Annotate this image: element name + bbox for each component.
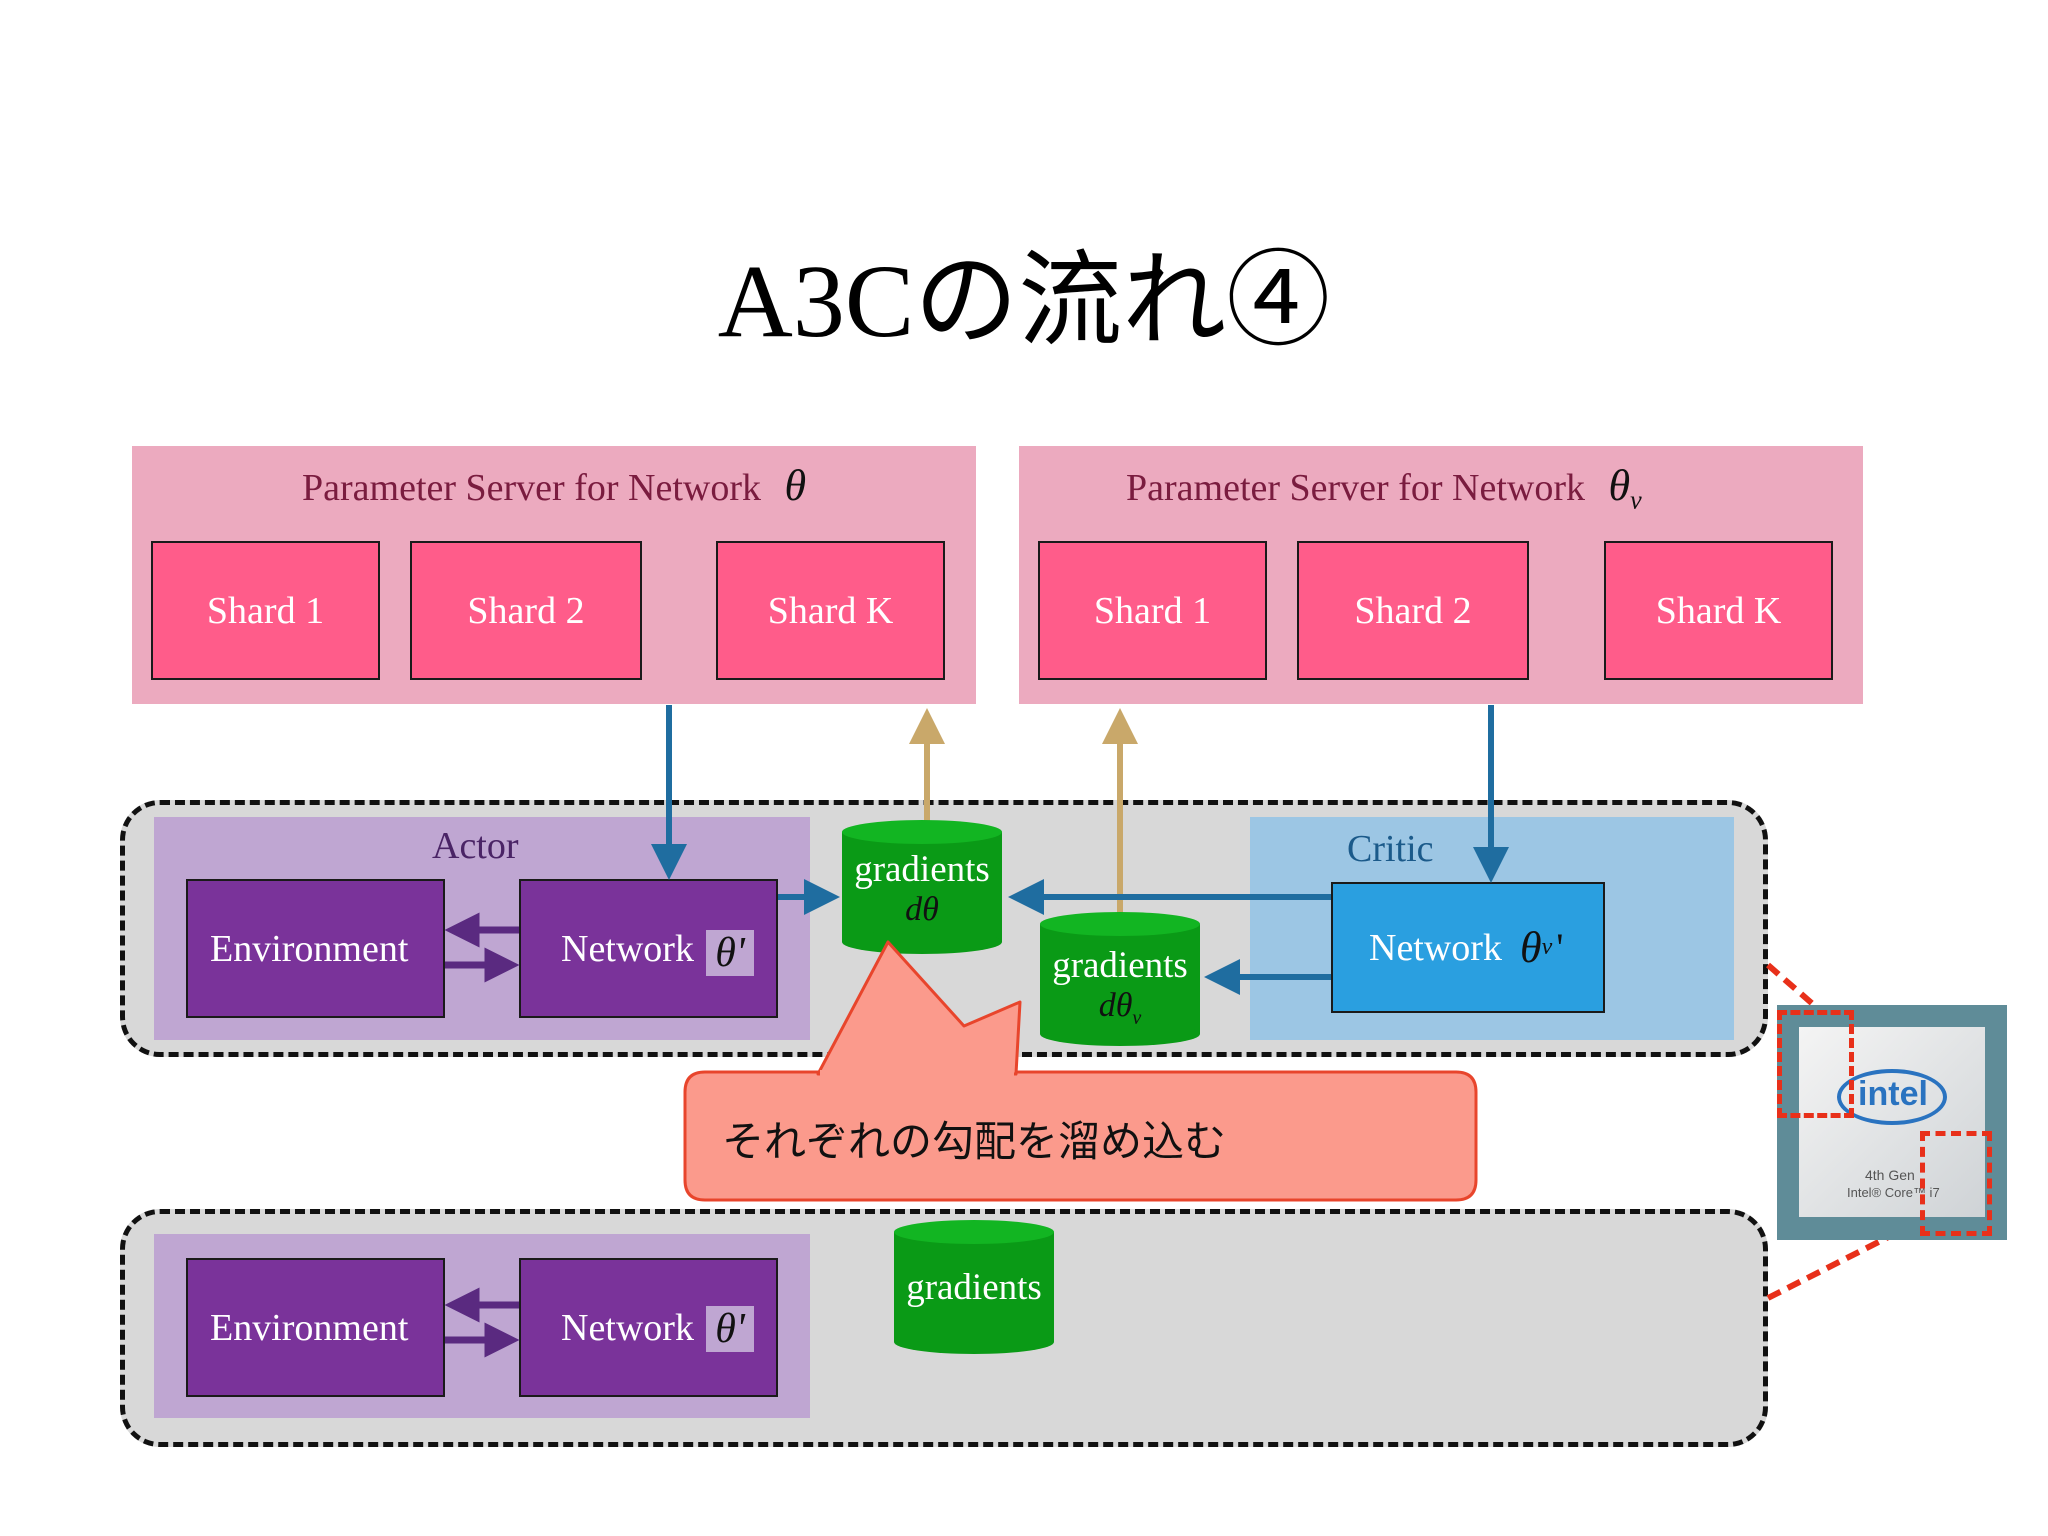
gradients-critic-label: gradients [1052,945,1188,986]
gradients-cylinder-critic [1040,912,1200,1046]
theta-prime-chip-2: θ' [706,1306,754,1352]
ps-right-shard-2: Shard 2 [1297,541,1529,680]
gradients-critic-text: gradients dθv [1040,944,1200,1030]
environment-label-1: Environment [210,927,409,970]
intel-chip-image: intel 4th Gen Intel® Core™ i7 [1777,1005,2007,1240]
gradients-critic-sub-wrap: dθv [1040,987,1200,1030]
ps-left-label: Parameter Server for Network [302,467,761,509]
chip-highlight-top [1777,1010,1854,1118]
chip-model-text: Intel® Core™ i7 [1847,1185,1940,1200]
gradients-actor-label: gradients [854,849,990,890]
gradients-critic-sub: dθ [1098,987,1133,1024]
critic-network-label: Network [1369,926,1502,969]
gradients-worker2-label: gradients [906,1267,1042,1308]
gradients-actor-text: gradients dθ [842,848,1002,929]
ps-left-shard-k: Shard K [716,541,945,680]
critic-network-symbol-sub: v [1541,934,1553,960]
ps-left-shard-2: Shard 2 [410,541,642,680]
gradients-cylinder-actor [842,820,1002,954]
environment-box-2: Environment [186,1258,445,1397]
ps-right-label: Parameter Server for Network [1126,467,1585,509]
ps-right-title: Parameter Server for Network θv [1126,460,1642,516]
page-title: A3Cの流れ④ [717,244,1331,359]
gradients-worker2-text: gradients [894,1266,1054,1309]
gradients-actor-sub: dθ [905,891,939,928]
ps-right-shard-k: Shard K [1604,541,1833,680]
actor-network-label-2: Network [561,1306,694,1349]
critic-label: Critic [1347,828,1434,870]
chip-highlight-bottom [1920,1131,1992,1236]
ps-right-symbol-sub: v [1630,485,1642,515]
critic-network-symbol: θ [1519,923,1542,972]
intel-logo-text: intel [1858,1075,1928,1113]
ps-left-shard-1: Shard 1 [151,541,380,680]
intel-logo [1837,1069,1947,1125]
ps-left-symbol: θ [784,461,807,510]
critic-network-prime: ' [1556,925,1564,970]
callout-text: それぞれの勾配を溜め込む [722,1117,1227,1166]
callout-pointer [816,940,1022,1076]
actor-label: Actor [432,825,519,867]
gradients-critic-sub-sub: v [1132,1006,1142,1029]
ps-left-title: Parameter Server for Network θ [302,460,806,511]
environment-label-2: Environment [210,1306,409,1349]
callout-bubble [683,1070,1478,1202]
chip-gen-text: 4th Gen [1865,1167,1915,1183]
theta-prime-chip-1: θ' [706,930,754,976]
ps-right-shard-1: Shard 1 [1038,541,1267,680]
actor-network-label-1: Network [561,927,694,970]
ps-right-symbol: θ [1608,461,1631,510]
gradients-cylinder-worker2 [894,1220,1054,1354]
environment-box-1: Environment [186,879,445,1018]
